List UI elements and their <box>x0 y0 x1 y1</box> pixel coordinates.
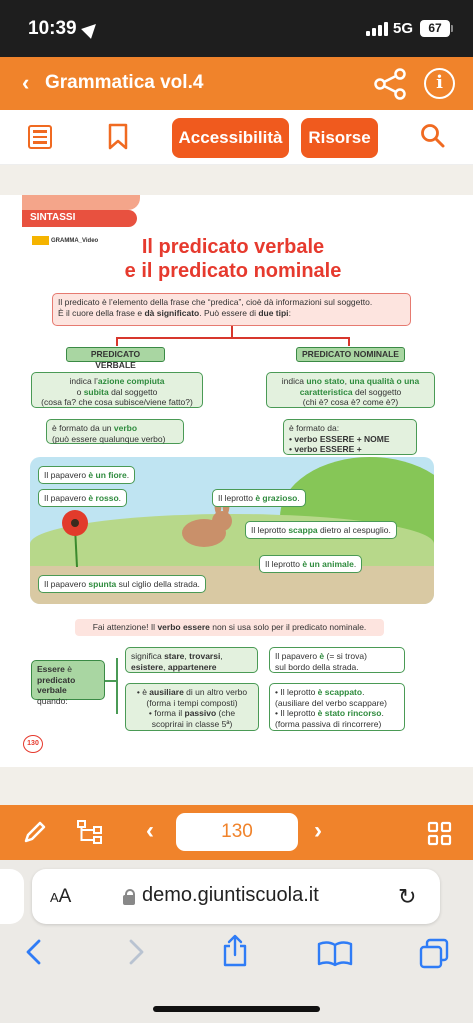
video-link-label: GRAMMA_Video <box>51 238 99 245</box>
bookmarks-icon[interactable] <box>317 940 353 968</box>
reload-button[interactable]: ↻ <box>398 884 417 909</box>
predicato-nominale-formation: è formato da: • verbo ESSERE + NOME • ve… <box>283 419 417 465</box>
rabbit-illustration <box>182 497 232 547</box>
status-bar: 10:39 5G 67 <box>0 0 473 57</box>
reader-toolbar: Accessibilità Risorse <box>0 110 473 165</box>
connector <box>116 337 118 346</box>
connector <box>116 337 349 339</box>
predicato-verbale-formation: è formato da un verbo (può essere qualun… <box>46 419 184 444</box>
essere-verbale-label: Essere è predicato verbale quando: <box>31 660 105 706</box>
home-indicator <box>153 1006 320 1012</box>
predicato-verbale-heading: PREDICATO VERBALE <box>66 347 165 370</box>
attention-note: Fai attenzione! Il verbo essere non si u… <box>75 619 384 636</box>
structure-icon[interactable] <box>76 819 104 845</box>
connector <box>348 337 350 346</box>
example-sentence: Il leprotto è grazioso. <box>212 489 306 507</box>
video-link[interactable]: GRAMMA_Video <box>32 236 98 245</box>
essere-case-auxiliary-example: • Il leprotto è scappato. (ausiliare del… <box>269 683 405 731</box>
connector <box>231 326 233 337</box>
example-sentence: Il papavero spunta sul ciglio della stra… <box>38 575 206 593</box>
intro-text-a: Il predicato è l’elemento della frase ch… <box>58 297 373 307</box>
book-title[interactable]: Grammatica vol.4 <box>45 72 204 93</box>
essere-case-auxiliary: • è ausiliare di un altro verbo (forma i… <box>125 683 259 731</box>
page-title-line2: e il predicato nominale <box>124 260 342 282</box>
table-of-contents-icon[interactable] <box>28 125 52 149</box>
book-page: SINTASSI GRAMMA_Video Il predicato verba… <box>0 195 473 767</box>
accessibility-button[interactable]: Accessibilità <box>172 118 289 158</box>
browser-chrome: AA demo.giuntiscuola.it ↻ <box>0 860 473 1023</box>
page-number-input[interactable]: 130 <box>176 813 298 851</box>
section-tag-ribbon <box>22 195 140 210</box>
printed-page-number: 130 <box>23 735 43 753</box>
previous-page-button[interactable]: ‹ <box>146 817 154 844</box>
back-icon[interactable] <box>24 938 44 966</box>
section-tag-label: SINTASSI <box>30 212 76 223</box>
poppy-illustration <box>62 510 88 567</box>
battery-tip <box>451 25 453 32</box>
page-viewer[interactable]: SINTASSI GRAMMA_Video Il predicato verba… <box>0 165 473 805</box>
example-sentence: Il papavero è un fiore. <box>38 466 136 484</box>
share-icon[interactable] <box>220 934 250 968</box>
tabs-icon[interactable] <box>418 938 450 970</box>
info-icon[interactable]: i <box>424 68 455 99</box>
page-title: Il predicato verbale e il predicato nomi… <box>88 235 378 283</box>
lock-icon <box>123 889 135 905</box>
essere-case-meaning-example: Il papavero è (= si trova) sul bordo del… <box>269 647 405 673</box>
connector <box>116 658 118 714</box>
connector <box>105 680 117 682</box>
app-header: ‹ Grammatica vol.4 i <box>0 57 473 110</box>
example-sentence: Il papavero è rosso. <box>38 489 128 507</box>
bookmark-icon[interactable] <box>108 123 128 151</box>
search-icon[interactable] <box>420 123 446 149</box>
resources-button[interactable]: Risorse <box>301 118 378 158</box>
section-tag <box>22 210 137 227</box>
status-time: 10:39 <box>28 18 77 39</box>
network-type: 5G <box>393 20 414 37</box>
page-title-line1: Il predicato verbale <box>141 236 325 258</box>
back-button[interactable]: ‹ <box>22 70 30 95</box>
example-sentence: Il leprotto è un animale. <box>259 555 363 573</box>
text-size-button[interactable]: AA <box>50 886 72 907</box>
battery-icon: 67 <box>420 20 450 37</box>
video-icon <box>32 236 49 245</box>
page-navigation-bar: ‹ 130 › <box>0 805 473 860</box>
share-icon[interactable] <box>372 67 408 101</box>
previous-tab-stub[interactable] <box>0 869 24 924</box>
next-page-button[interactable]: › <box>314 817 322 844</box>
predicato-nominale-heading: PREDICATO NOMINALE <box>296 347 405 362</box>
signal-bars-icon <box>366 22 388 36</box>
forward-icon[interactable] <box>126 938 146 966</box>
url-text[interactable]: demo.giuntiscuola.it <box>142 884 319 906</box>
pencil-icon[interactable] <box>22 819 48 845</box>
intro-box: Il predicato è l’elemento della frase ch… <box>52 293 411 326</box>
thumbnails-grid-icon[interactable] <box>427 821 452 846</box>
location-arrow-icon <box>81 19 101 39</box>
example-sentence: Il leprotto scappa dietro al cespuglio. <box>245 521 397 539</box>
predicato-verbale-definition: indica l’azione compiuta o subita dal so… <box>31 372 203 408</box>
predicato-nominale-definition: indica uno stato, una qualità o una cara… <box>266 372 435 408</box>
essere-case-meaning: significa stare, trovarsi, esistere, app… <box>125 647 258 673</box>
address-bar[interactable]: AA demo.giuntiscuola.it ↻ <box>32 869 440 924</box>
intro-text-b: È il cuore della frase e dà significato.… <box>58 307 291 318</box>
